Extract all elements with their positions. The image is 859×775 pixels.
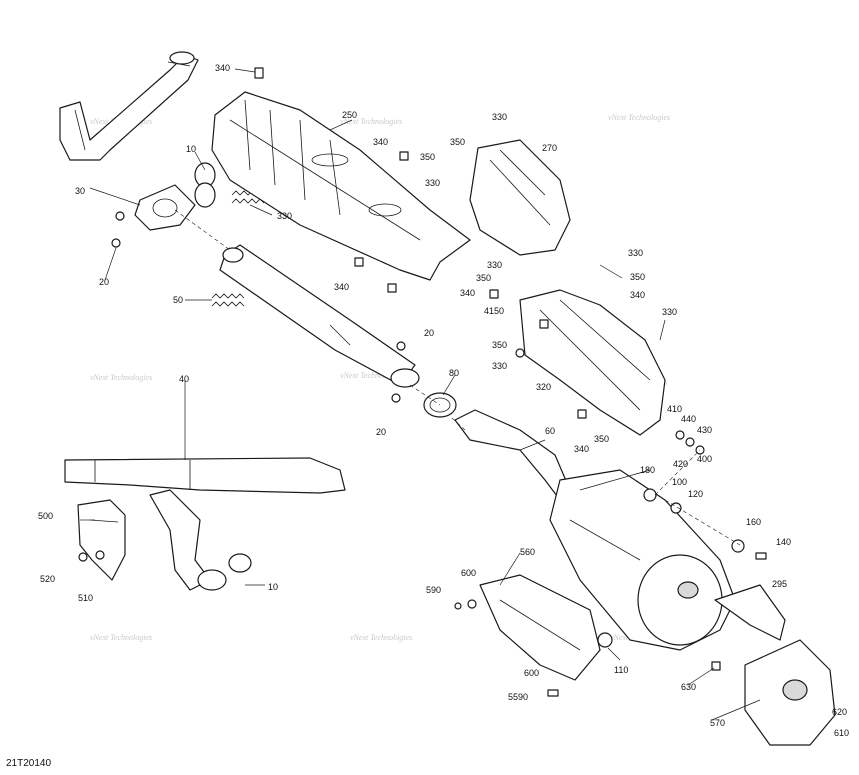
callout: 80 [449,368,459,378]
callout: 50 [173,295,183,305]
callout: 440 [681,414,696,424]
callout: 350 [630,272,645,282]
bracket-500 [77,499,126,581]
heat-shield-560 [479,574,601,681]
assembly-lines [174,209,741,546]
heat-shield-295 [714,584,786,641]
callout: 410 [667,404,682,414]
callout: 570 [710,718,725,728]
heat-shield-250 [211,91,471,281]
callout: 420 [673,459,688,469]
callout: 330 [492,361,507,371]
callout: 620 [832,707,847,717]
watermark: vNext Technologies [90,633,152,642]
callout: 20 [99,277,109,287]
callout: 320 [536,382,551,392]
upper-curved-pipe [59,51,199,161]
callout: 630 [681,682,696,692]
callout: 600 [524,668,539,678]
callout: 350 [492,340,507,350]
callout: 600 [461,568,476,578]
callout: 10 [268,582,278,592]
callout: 350 [420,152,435,162]
gasket-rings [194,162,216,208]
callout: 40 [179,374,189,384]
diagram-id: 21T20140 [6,758,52,769]
callout: 590 [426,585,441,595]
callout: 350 [594,434,609,444]
callout: 330 [487,260,502,270]
end-cap-570 [744,639,836,746]
callout: 270 [542,143,557,153]
watermark: vNext Technologies [340,117,402,126]
callout: 140 [776,537,791,547]
callout: 110 [614,665,628,675]
watermark: vNext Technologies [608,113,670,122]
leader-lines [80,68,761,721]
callout: 330 [277,211,292,221]
callout: 20 [376,427,386,437]
callout-labels: 340 250 330 270 350 340 350 330 10 30 33… [38,63,849,738]
callout: 10 [186,144,196,154]
lower-pipe-assembly [64,457,346,591]
callout: 120 [688,489,703,499]
callout: 250 [342,110,357,120]
middle-pipe [219,244,420,388]
callout: 510 [78,593,93,603]
watermark: vNext Technologies [90,373,152,382]
callout: 180 [640,465,655,475]
manifold-flange [134,184,196,231]
callout: 20 [424,328,434,338]
callout: 5590 [508,692,528,702]
heat-shield-270 [469,139,571,256]
callout: 350 [476,273,491,283]
callout: 60 [545,426,555,436]
callout: 340 [574,444,589,454]
callout: 400 [697,454,712,464]
callout: 4150 [484,306,504,316]
callout: 100 [672,477,687,487]
callout: 330 [662,307,677,317]
callout: 340 [460,288,475,298]
callout: 340 [215,63,230,73]
callout: 30 [75,186,85,196]
callout: 350 [450,137,465,147]
callout: 520 [40,574,55,584]
watermark: vNext Technologies [350,633,412,642]
heat-shield-320 [519,289,666,436]
callout: 340 [373,137,388,147]
callout: 330 [425,178,440,188]
callout: 160 [746,517,761,527]
callout: 340 [630,290,645,300]
callout: 295 [772,579,787,589]
callout: 500 [38,511,53,521]
callout: 560 [520,547,535,557]
pipe-60 [454,409,571,501]
hardware [78,67,767,697]
callout: 340 [334,282,349,292]
callout: 610 [834,728,849,738]
callout: 330 [492,112,507,122]
watermark: vNext Technologies [340,371,402,380]
callout: 430 [697,425,712,435]
callout: 330 [628,248,643,258]
